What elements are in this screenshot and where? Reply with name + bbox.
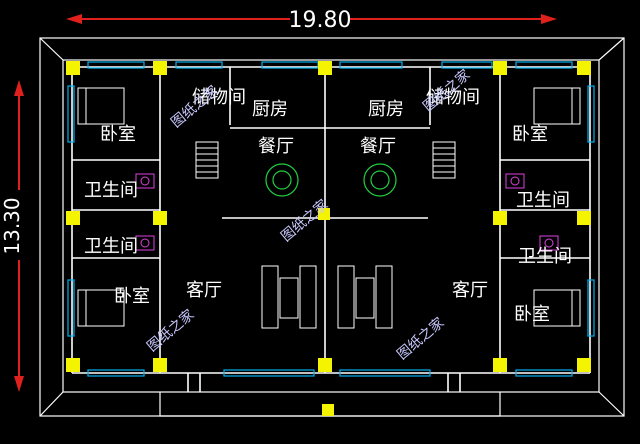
room-labels: 储物间 储物间 厨房 厨房 餐厅 餐厅 卧室 卧室 卧室 卧室 卫生间 卫生间 … (84, 87, 572, 325)
room-label-bedroom-bottom-right: 卧室 (514, 304, 550, 325)
windows (67, 61, 595, 377)
bath-fixtures (135, 173, 559, 251)
arrow-right-icon (541, 14, 557, 24)
room-label-bath-bottom-right: 卫生间 (518, 246, 572, 267)
room-label-storage-left: 储物间 (192, 87, 246, 108)
room-label-dining-right: 餐厅 (360, 136, 396, 157)
room-label-kitchen-left: 厨房 (252, 99, 288, 120)
watermark: 图纸之家 (144, 306, 198, 355)
room-label-storage-right: 储物间 (426, 87, 480, 108)
room-label-bedroom-top-left: 卧室 (100, 124, 136, 145)
beds (77, 87, 581, 327)
arrow-down-icon (14, 376, 24, 392)
room-label-bath-top-left: 卫生间 (84, 180, 138, 201)
room-label-living-right: 客厅 (452, 280, 488, 301)
room-label-dining-left: 餐厅 (258, 136, 294, 157)
width-dimension: 19.80 (66, 8, 557, 33)
columns (66, 61, 591, 416)
stairs (195, 141, 456, 179)
room-label-kitchen-right: 厨房 (368, 99, 404, 120)
height-dimension: 13.30 (0, 80, 24, 392)
watermarks: 图纸之家 图纸之家 图纸之家 图纸之家 图纸之家 (144, 66, 474, 363)
sofas (261, 265, 393, 329)
arrow-up-icon (14, 80, 24, 96)
watermark: 图纸之家 (278, 196, 332, 245)
room-label-bath-bottom-left: 卫生间 (84, 236, 138, 257)
room-label-bedroom-top-right: 卧室 (512, 124, 548, 145)
width-label: 19.80 (289, 8, 352, 33)
room-label-bath-top-right: 卫生间 (516, 190, 570, 211)
dining-tables (265, 163, 397, 197)
arrow-left-icon (66, 14, 82, 24)
height-label: 13.30 (0, 197, 24, 254)
watermark: 图纸之家 (394, 314, 448, 363)
room-label-living-left: 客厅 (186, 280, 222, 301)
room-label-bedroom-bottom-left: 卧室 (114, 286, 150, 307)
